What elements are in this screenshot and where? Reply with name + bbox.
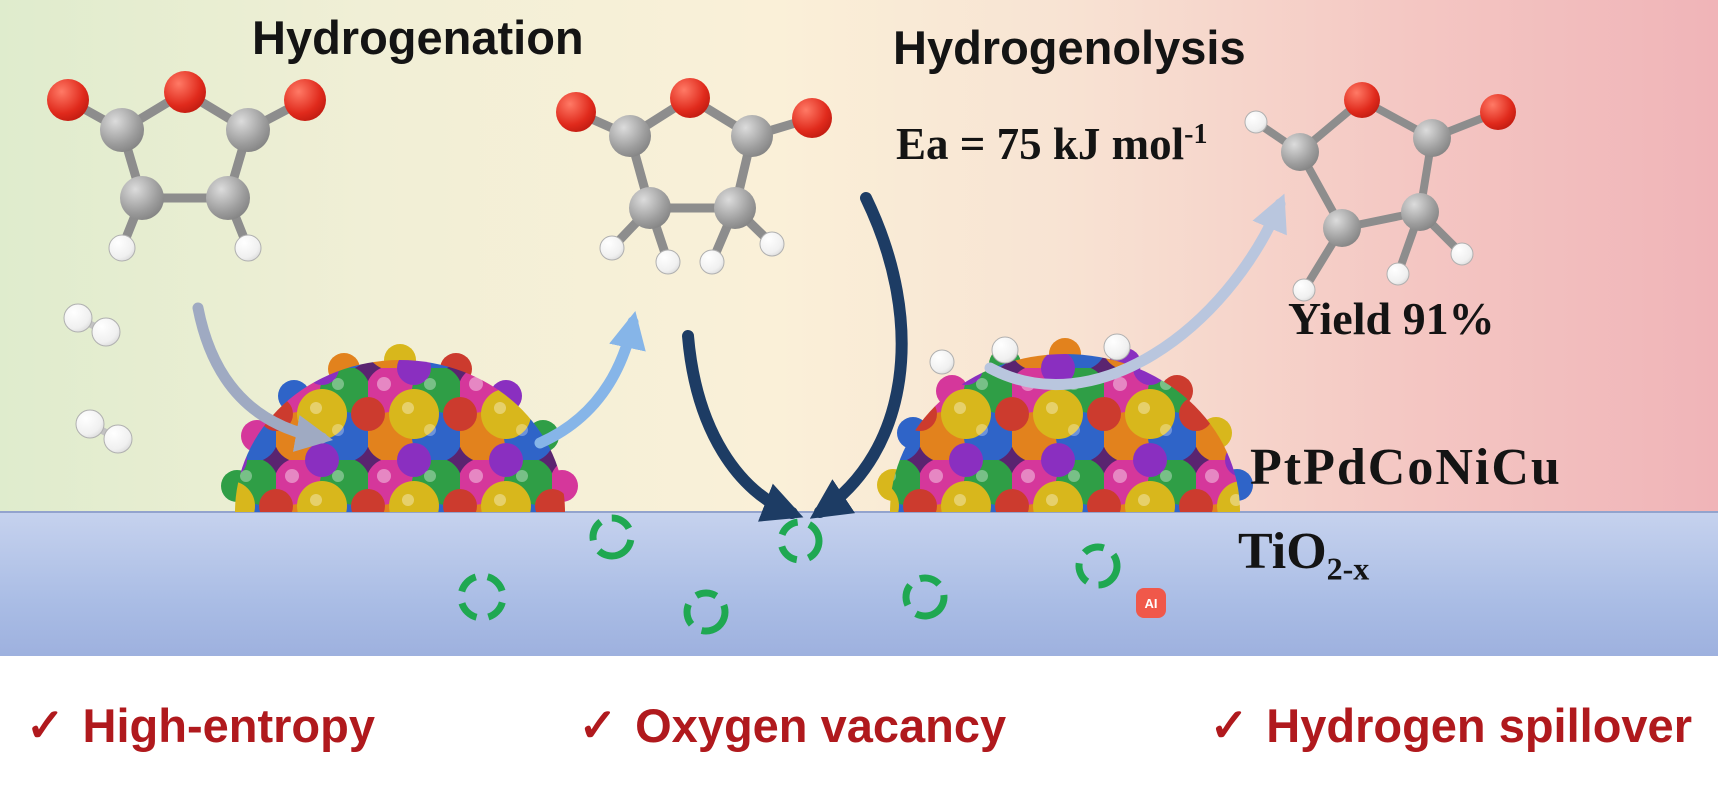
hydrogen-adatoms	[929, 333, 1131, 375]
check-icon: ✓	[578, 699, 618, 751]
hydrogenolysis-title: Hydrogenolysis	[893, 21, 1246, 74]
checklist-item-oxygen-vacancy: ✓ Oxygen vacancy	[579, 698, 1007, 753]
oxygen-vacancy-icon	[457, 572, 507, 622]
checklist-item-high-entropy: ✓ High-entropy	[26, 698, 375, 753]
oxygen-vacancy-icon	[777, 518, 823, 564]
maleic-anhydride-molecule	[47, 71, 326, 262]
ai-watermark-badge: AI	[1136, 588, 1166, 618]
checklist-item-hydrogen-spillover: ✓ Hydrogen spillover	[1210, 698, 1692, 753]
desorption-arrow	[534, 311, 646, 449]
checklist-label: High-entropy	[82, 698, 375, 752]
oxygen-vacancy-icon	[1075, 543, 1121, 589]
yield-label: Yield 91%	[1288, 293, 1495, 344]
oxygen-vacancy-group	[457, 514, 1121, 635]
activation-energy-label: Ea = 75 kJ mol-1	[896, 118, 1208, 170]
support-band	[0, 512, 1718, 660]
support-label: TiO2-x	[1238, 522, 1369, 587]
check-icon: ✓	[26, 699, 65, 751]
oxygen-vacancy-icon	[589, 514, 635, 560]
hydrogenation-title: Hydrogenation	[252, 11, 584, 64]
activation-energy-exponent: -1	[1184, 119, 1208, 150]
check-icon: ✓	[1209, 699, 1249, 751]
support-formula: TiO	[1238, 523, 1327, 580]
hydrogenation-arrow	[192, 302, 334, 452]
h2-molecule	[63, 303, 121, 347]
checklist-label: Hydrogen spillover	[1266, 698, 1692, 752]
spillover-arrow-right	[809, 192, 908, 519]
h2-molecule	[75, 409, 133, 454]
hydrogenolysis-product-arrow	[984, 193, 1287, 390]
spillover-arrow-left	[682, 330, 804, 522]
checklist-label: Oxygen vacancy	[635, 698, 1007, 752]
activation-energy-text: Ea = 75 kJ mol	[896, 119, 1185, 169]
catalyst-label: PtPdCoNiCu	[1250, 439, 1562, 496]
oxygen-vacancy-icon	[902, 574, 948, 620]
oxygen-vacancy-icon	[683, 589, 729, 635]
support-subscript: 2-x	[1326, 550, 1370, 587]
nanoparticle-right	[877, 338, 1253, 512]
butyrolactone-molecule	[1244, 82, 1516, 302]
feature-checklist: ✓ High-entropy ✓ Oxygen vacancy ✓ Hydrog…	[0, 656, 1718, 794]
succinic-anhydride-molecule	[556, 78, 832, 275]
